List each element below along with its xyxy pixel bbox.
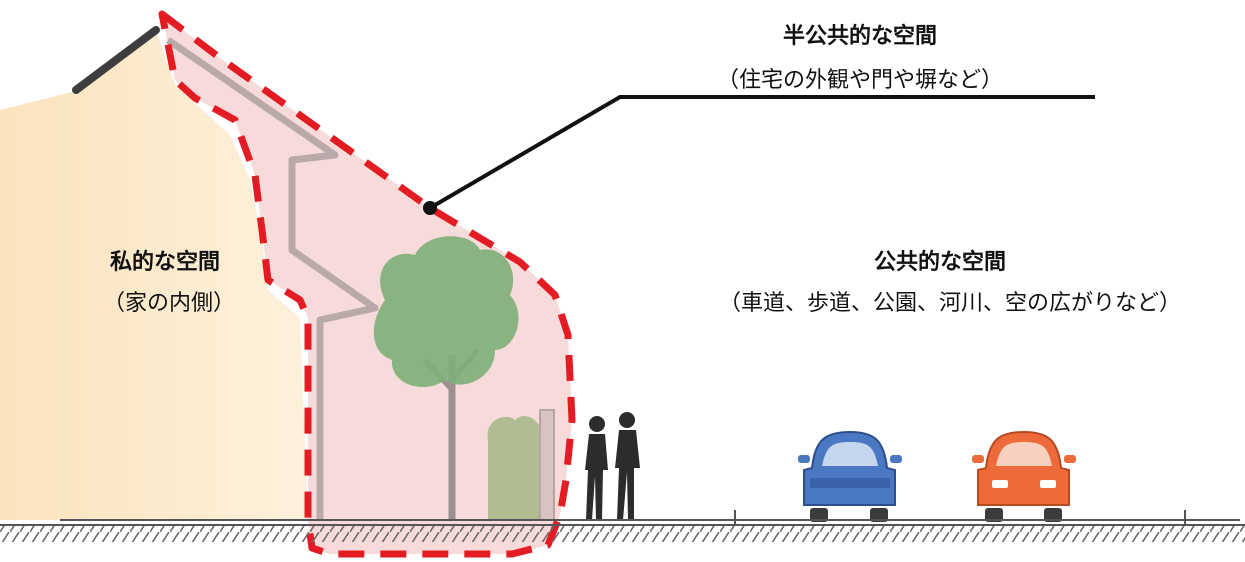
public-space-subtitle: （車道、歩道、公園、河川、空の広がりなど） (718, 291, 1181, 316)
public-space-title: 公共的な空間 (873, 250, 1006, 275)
ground-line (0, 510, 1245, 542)
semi-public-subtitle: （住宅の外観や門や塀など） (716, 68, 1003, 93)
car-icon (972, 430, 1076, 522)
hedge-and-gate (487, 409, 555, 521)
car-icon (798, 430, 902, 522)
private-space-title: 私的な空間 (109, 250, 220, 275)
private-zone (0, 28, 308, 520)
pedestrian-icon (585, 412, 640, 520)
house-facade (166, 37, 379, 520)
semi-public-dashed-outline (158, 10, 576, 558)
semi-public-zone (162, 14, 572, 554)
private-space-subtitle: （家の内側） (102, 291, 235, 316)
semi-public-title: 半公共的な空間 (782, 24, 937, 49)
house-roof-icon (72, 26, 160, 94)
leader-line (423, 95, 1095, 215)
tree-icon (373, 236, 519, 520)
